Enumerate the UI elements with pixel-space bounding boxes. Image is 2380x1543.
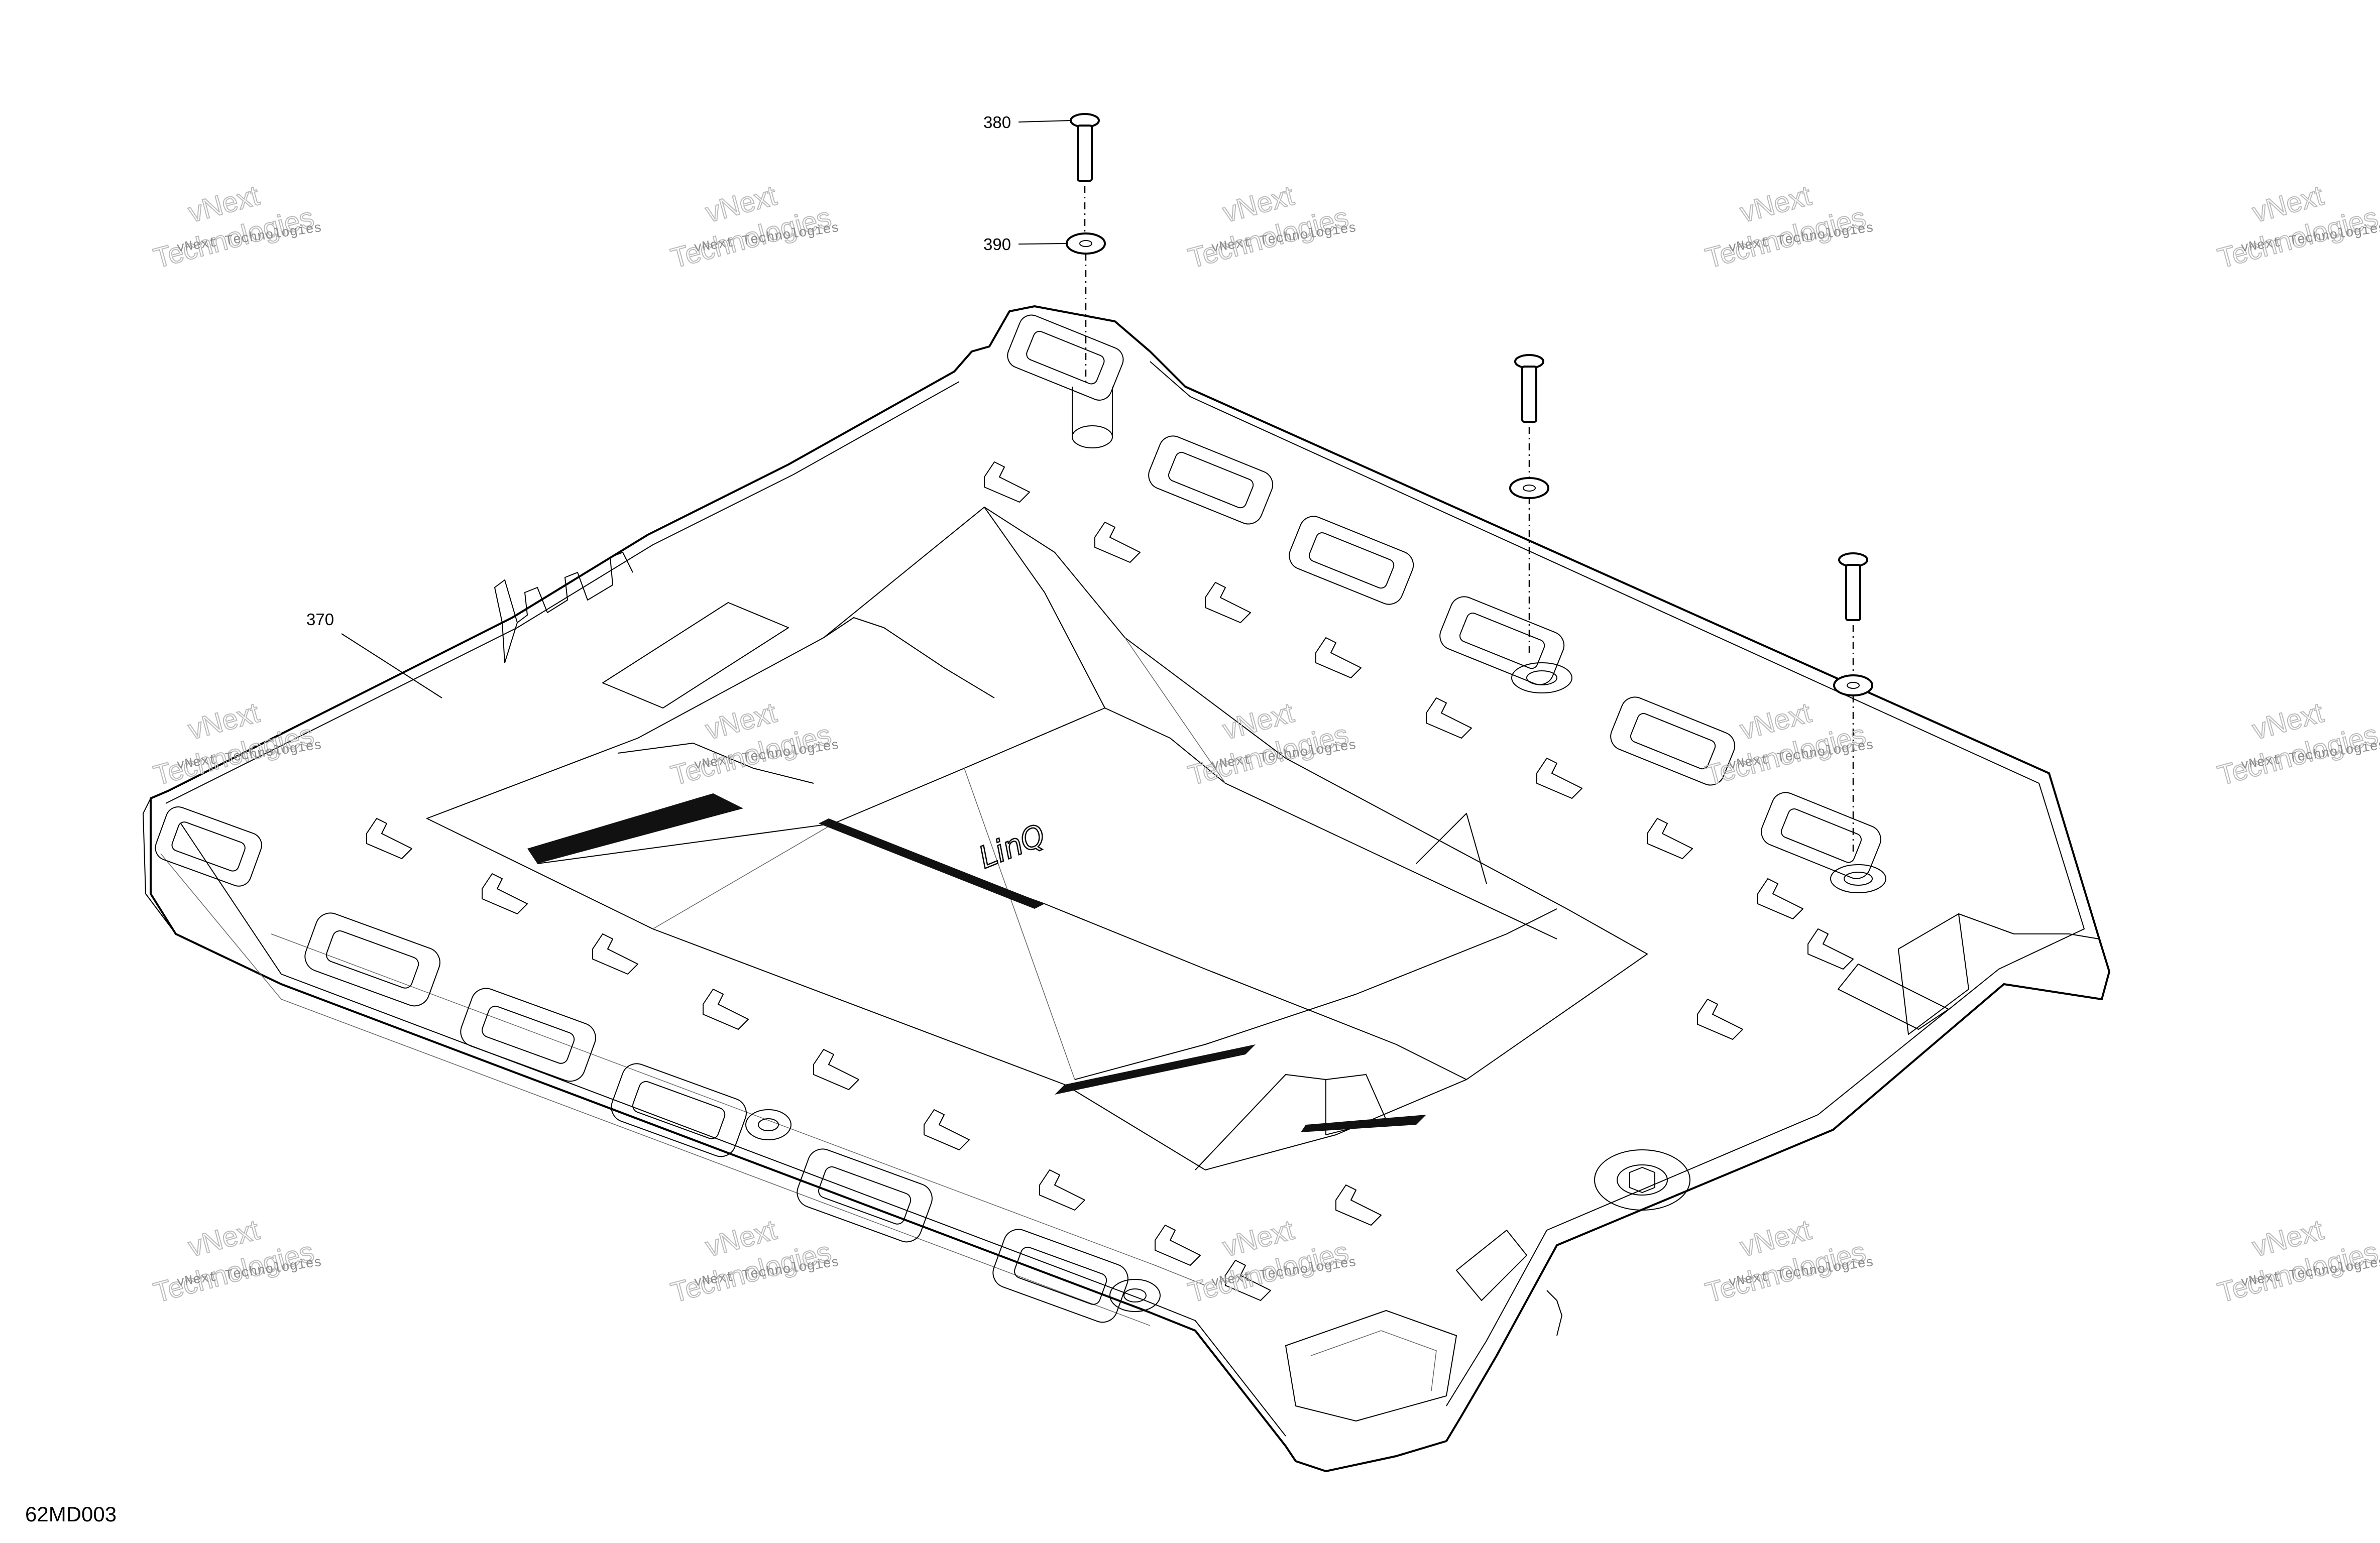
callout-label-370: 370	[306, 610, 334, 629]
rack-base-part	[143, 305, 2110, 1472]
bolt-380-3	[1838, 552, 1868, 854]
callout-370: 370	[306, 610, 442, 698]
center-raised-deck: LinQ	[426, 507, 1648, 1170]
mounting-bosses	[745, 387, 1886, 1312]
tie-down-pockets-rear-row	[1007, 314, 1881, 879]
bolt-380	[1070, 113, 1100, 236]
callout-380: 380	[983, 113, 1071, 132]
washer-390-3	[1833, 674, 1873, 696]
callout-label-390: 390	[983, 235, 1011, 254]
washer-390	[1066, 232, 1106, 382]
callout-390: 390	[983, 235, 1067, 254]
bolt-380-2	[1514, 354, 1544, 653]
diagram-id: 62MD003	[25, 1502, 117, 1526]
washer-390-2	[1509, 477, 1549, 499]
callout-label-380: 380	[983, 113, 1011, 132]
tie-down-pockets-front-row	[155, 806, 1128, 1323]
deck-clips	[366, 461, 1854, 1301]
